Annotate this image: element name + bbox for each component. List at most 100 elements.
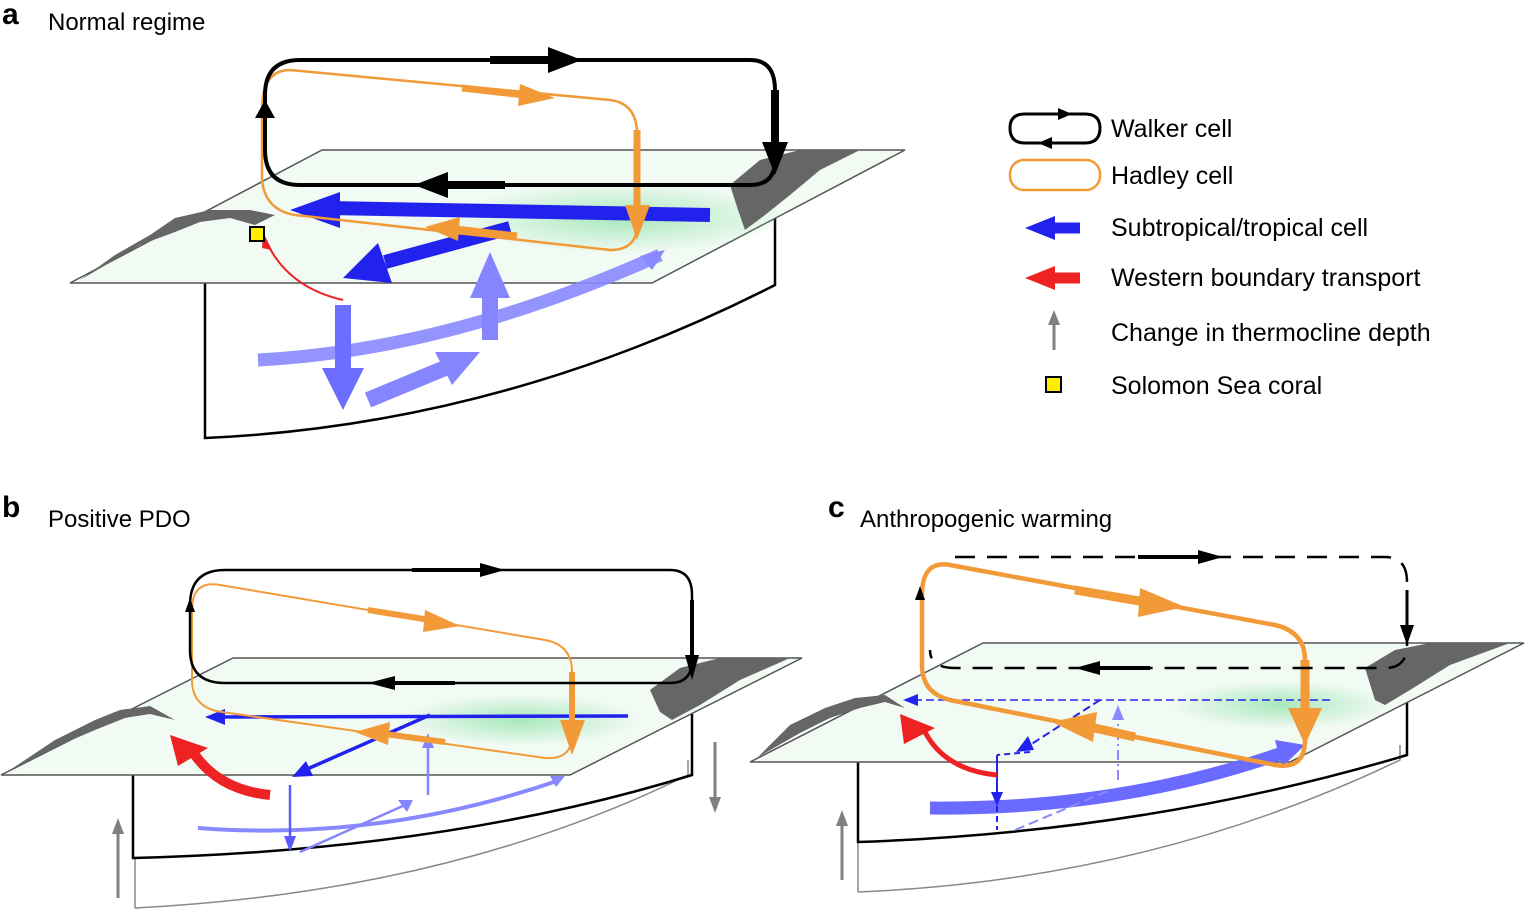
subtropical-diag-c-head [1016, 736, 1034, 752]
legend: Walker cell Hadley cell Subtropical/trop… [1008, 108, 1431, 400]
subtropical-surface-arrow-b-head [205, 709, 225, 725]
walker-arrow-a3 [414, 172, 448, 198]
deep-cell-arc-c [929, 745, 1288, 815]
walker-arrow-a2 [762, 142, 788, 175]
warm-pool-c [1170, 681, 1390, 729]
panel-title-b: Positive PDO [48, 506, 191, 533]
panel-b: b Positive PDO [0, 491, 803, 909]
land-east-a [730, 150, 860, 230]
land-east-b [650, 658, 790, 720]
walker-icon-arrow-top [1058, 108, 1072, 120]
hadley-arrow-a1 [518, 84, 555, 106]
thermocline-up-arrow-c-head [836, 810, 848, 826]
ocean-box-b [131, 700, 694, 860]
legend-walker: Walker cell [1008, 108, 1232, 149]
walker-arrow-b2 [685, 655, 699, 680]
legend-coral: Solomon Sea coral [1045, 372, 1322, 400]
subtropical-diag-arrow-b [304, 713, 431, 772]
deep-cell-arc-b-head [550, 776, 565, 787]
hadley-bold-a1 [461, 84, 526, 99]
thermocline-box-b [134, 760, 689, 909]
subtropical-horizontal-dashed-c [996, 751, 1031, 756]
hadley-cell-icon [1008, 158, 1102, 192]
hadley-arrow-a3 [425, 217, 460, 241]
downwelling-arrow-c-head [991, 792, 1003, 806]
legend-walker-label: Walker cell [1111, 115, 1232, 143]
legend-subtropical-label: Subtropical/tropical cell [1111, 214, 1368, 242]
panel-letter-b: b [2, 491, 20, 524]
hadley-bold-a3 [454, 225, 518, 240]
hadley-bold-c3 [1089, 722, 1136, 742]
panel-c: c Anthropogenic warming [749, 491, 1525, 893]
walker-arrow-a4 [255, 100, 275, 118]
walker-cell-a [263, 58, 777, 187]
ocean-surface-c [749, 642, 1525, 763]
western-boundary-arrow-b-head [170, 735, 208, 766]
land-west-b [10, 706, 175, 770]
return-dashed-c [1014, 789, 1111, 831]
walker-arrow-c4 [915, 586, 925, 600]
hadley-arrow-a2 [625, 205, 650, 240]
deep-cell-arc-b [197, 778, 561, 833]
subtropical-surface-c-head [903, 694, 918, 706]
panel-a: a Normal regime [2, 0, 906, 440]
western-boundary-arrow-c [922, 730, 998, 778]
legend-hadley-label: Hadley cell [1111, 162, 1233, 190]
deep-cell-arc-a [257, 249, 663, 367]
walker-arrow-c1 [1198, 550, 1223, 564]
return-arrow-b [299, 803, 406, 854]
hadley-arrow-c3 [1052, 712, 1097, 742]
ocean-box-a [203, 210, 777, 440]
legend-subtropical: Subtropical/tropical cell [1025, 214, 1368, 242]
hadley-arrow-b1 [423, 610, 460, 632]
ocean-box-c [856, 690, 1409, 844]
subtropical-surface-arrow-a [329, 201, 711, 222]
hadley-bold-b3 [384, 731, 446, 745]
thermocline-up-arrow-b-head [112, 818, 124, 834]
hadley-arrow-c2 [1288, 708, 1322, 745]
thermocline-down-arrow-b-head [709, 797, 721, 813]
coral-marker-a [249, 226, 265, 242]
thermocline-icon-head [1048, 310, 1060, 325]
panel-title-a: Normal regime [48, 9, 205, 36]
legend-western-label: Western boundary transport [1111, 264, 1420, 292]
hadley-arrow-c1 [1138, 588, 1185, 617]
legend-western: Western boundary transport [1025, 264, 1420, 292]
subtropical-diag-arrow-b-head [292, 761, 313, 777]
walker-arrow-b1 [480, 563, 505, 577]
hadley-bold-c1 [1074, 585, 1146, 607]
hadley-bold-b1 [367, 607, 431, 623]
legend-thermocline-label: Change in thermocline depth [1111, 319, 1431, 347]
hadley-cell-b [191, 583, 573, 760]
hadley-arrow-b2 [560, 720, 585, 755]
deep-cell-arc-a-head [640, 250, 665, 270]
return-arrow-b-head [398, 800, 413, 812]
hadley-arrow-b3 [355, 722, 390, 745]
western-boundary-arrow-b [190, 751, 271, 800]
walker-icon-arrow-bottom [1038, 137, 1052, 149]
coral-marker-icon [1045, 376, 1062, 393]
upwelling-arrow-a-head [470, 252, 510, 298]
upwelling-arrow-c-head [1112, 705, 1124, 720]
deep-cell-arc-c-head [1275, 740, 1305, 767]
downwelling-arrow-b-head [284, 836, 296, 852]
walker-arrow-c3 [1075, 661, 1100, 675]
subtropical-icon-head [1025, 216, 1055, 240]
legend-thermocline: Change in thermocline depth [1048, 310, 1431, 350]
land-west-c [758, 695, 905, 757]
walker-arrow-c2 [1400, 625, 1414, 645]
legend-hadley: Hadley cell [1008, 158, 1233, 192]
return-arrow-a [364, 360, 449, 408]
walker-arrow-b3 [368, 676, 395, 690]
western-boundary-arrow-c-head [900, 714, 935, 744]
thermocline-box-c [857, 745, 1401, 893]
walker-cell-c [928, 555, 1409, 670]
walker-arrow-a1 [548, 47, 582, 73]
panel-letter-a: a [2, 0, 19, 31]
panel-letter-c: c [828, 491, 845, 524]
downwelling-arrow-a-head [322, 368, 364, 410]
walker-cell-icon [1008, 112, 1102, 145]
return-arrow-a-head [435, 352, 480, 385]
land-east-c [1365, 643, 1510, 705]
